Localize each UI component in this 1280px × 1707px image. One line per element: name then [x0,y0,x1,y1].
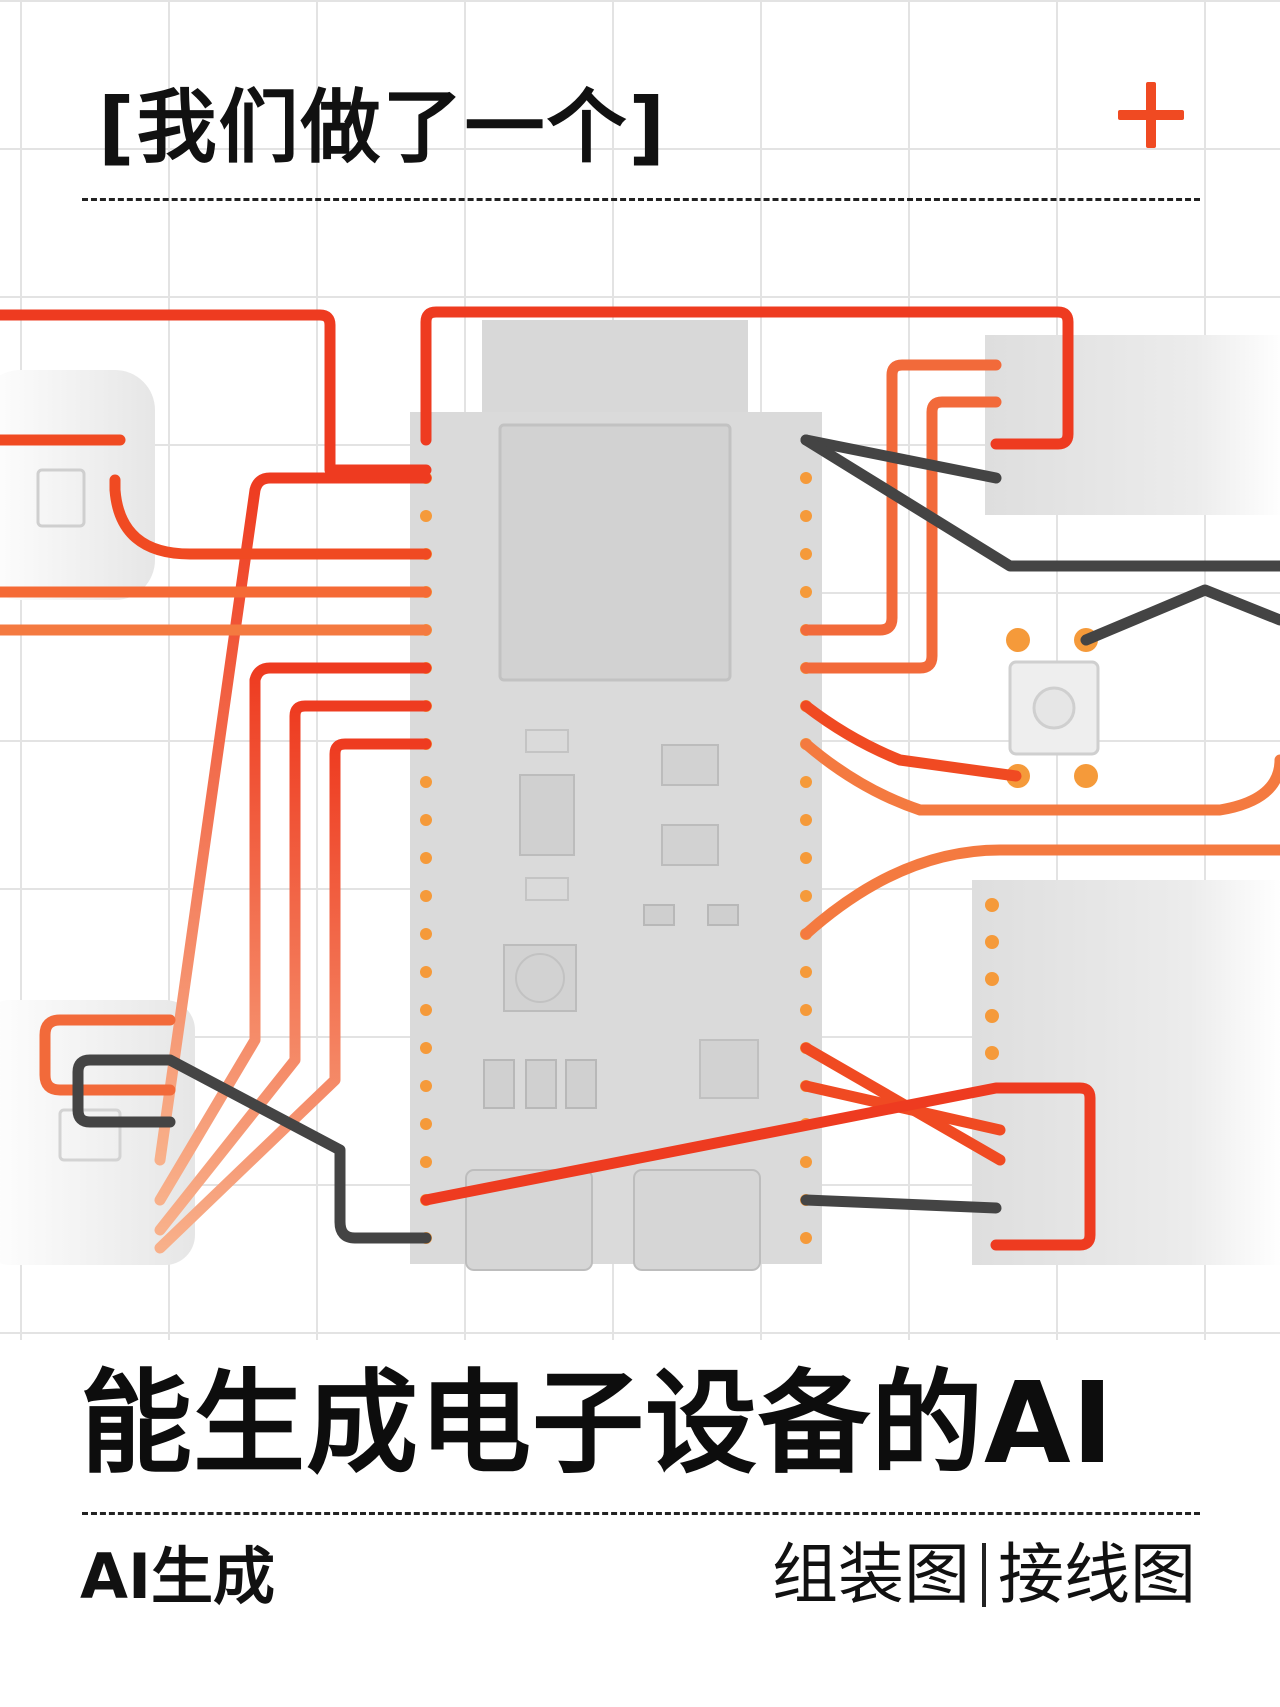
assembly-diagram-label: 组装图 [772,1536,970,1613]
right-module-pins [985,898,999,1060]
wiring-diagram-label: 接线图 [998,1536,1196,1613]
push-button-component [1006,628,1100,788]
label-separator [982,1543,986,1607]
footer-left-label: AI生成 [80,1540,276,1613]
left-module-top [0,370,155,600]
wiring-illustration [0,306,1280,1271]
dev-board [410,320,822,1271]
top-title: [我们做了一个] [98,81,668,174]
footer-right-labels: 组装图 接线图 [772,1542,1196,1608]
divider-bottom [82,1512,1200,1515]
signal-wires [0,306,1280,1254]
divider-top [82,198,1200,201]
plus-icon [1118,82,1184,148]
ground-wires [72,434,1280,1244]
right-module-bottom [972,880,1280,1265]
main-headline: 能生成电子设备的AI [80,1359,1115,1489]
right-module-top [985,335,1280,515]
